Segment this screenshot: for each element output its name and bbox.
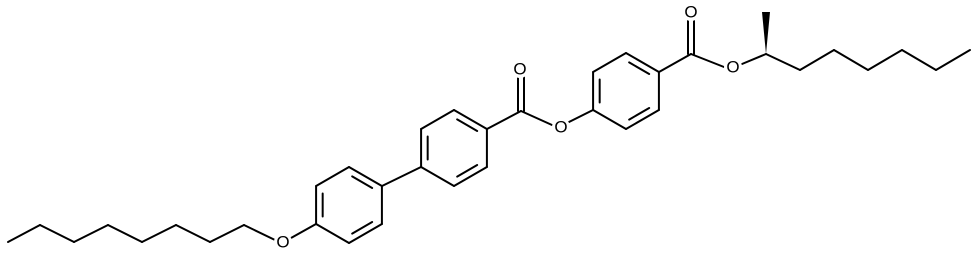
svg-text:O: O xyxy=(726,58,739,77)
ring-b-edge-5 xyxy=(420,109,455,130)
hexyl-chain-2 xyxy=(833,49,869,71)
bond-o-ringA xyxy=(290,223,317,239)
ring-b-double-2 xyxy=(456,164,479,178)
octyl-chain-1 xyxy=(39,224,75,243)
octyl-chain-5 xyxy=(175,224,211,243)
bond-biphenyl xyxy=(381,166,422,187)
ring-c-edge-5 xyxy=(592,52,627,73)
octyl-chain-4 xyxy=(141,224,177,243)
hexyl-chain-4 xyxy=(901,49,937,71)
atom-o-ether-left: O xyxy=(274,233,292,252)
svg-text:O: O xyxy=(276,233,289,252)
octyl-chain-2 xyxy=(73,224,109,243)
ring-c-edge-2 xyxy=(625,109,660,130)
hexyl-chain-3 xyxy=(867,49,903,71)
ring-b-double-0 xyxy=(456,118,479,132)
bond-layer xyxy=(7,12,971,244)
ring-a-edge-2 xyxy=(348,223,383,244)
atom-o-carbonyl-mid: O xyxy=(511,60,529,79)
bond-ringC-carbonyl xyxy=(658,53,692,73)
ring-c-edge-0 xyxy=(625,52,660,73)
hexyl-chain-0 xyxy=(765,53,801,71)
ring-a-double-2 xyxy=(351,221,374,235)
atom-label-layer: O O O O O xyxy=(274,3,742,252)
hexyl-chain-1 xyxy=(799,49,835,71)
ring-a-edge-3 xyxy=(315,223,350,244)
ring-c-double-0 xyxy=(628,61,651,75)
atom-o-ester-right: O xyxy=(724,58,742,77)
ring-c-double-2 xyxy=(628,107,651,121)
ring-a-edge-0 xyxy=(348,166,383,187)
bond-o-chiral xyxy=(741,53,767,65)
bond-ester-mid xyxy=(520,110,553,126)
svg-text:O: O xyxy=(684,3,697,22)
octyl-chain-7 xyxy=(243,224,276,241)
bond-ester-right xyxy=(690,53,725,68)
svg-text:O: O xyxy=(554,118,567,137)
svg-text:O: O xyxy=(513,60,526,79)
atom-o-ester-mid: O xyxy=(552,118,570,137)
ring-b-edge-0 xyxy=(453,109,488,130)
ring-a-double-0 xyxy=(351,175,374,189)
ring-b-edge-2 xyxy=(453,166,488,187)
wedge-bond-methyl xyxy=(762,12,770,54)
ring-b-edge-3 xyxy=(420,166,455,187)
hexyl-chain-5 xyxy=(935,49,971,71)
octyl-chain-6 xyxy=(209,224,245,243)
bond-ringB-carbonyl xyxy=(486,110,522,130)
octyl-chain-3 xyxy=(107,224,143,243)
bond-o-ringC xyxy=(568,109,594,123)
octyl-chain-0 xyxy=(7,224,41,243)
atom-o-carbonyl-right: O xyxy=(682,3,700,22)
ring-a-edge-5 xyxy=(315,166,350,187)
ring-c-edge-3 xyxy=(592,109,627,130)
